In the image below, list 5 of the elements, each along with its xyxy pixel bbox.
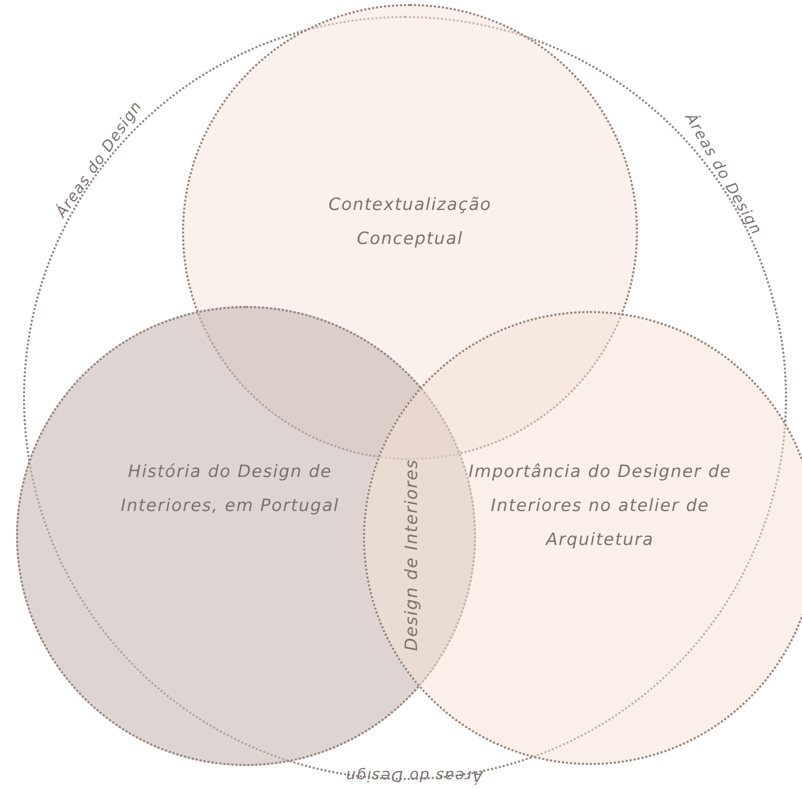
circle-label: História do Design de Interiores, em Portugal [120,461,340,518]
ring-label: Áreas do Design [345,767,483,785]
circle-label: Contextualização Conceptual [327,194,493,251]
overlap-label: Design de Interiores [395,420,429,690]
circle-label: Importância do Designer de Interiores no atelier de Arquitetura [468,461,732,552]
